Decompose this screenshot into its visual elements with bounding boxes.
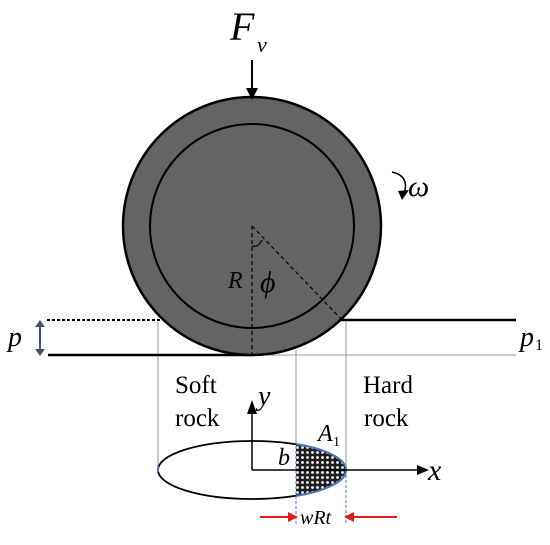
force-arrow: [246, 60, 258, 100]
area-subscript: 1: [333, 435, 340, 450]
force-label: F: [229, 4, 255, 49]
penetration-label: p: [6, 322, 22, 353]
width-arrows: [260, 512, 397, 522]
hard-rock-label-1: Hard: [363, 372, 413, 399]
radius-label: R: [227, 268, 243, 294]
width-label: wRt: [300, 507, 332, 529]
p1-label: p: [518, 322, 534, 353]
radius-construction: [251, 225, 343, 355]
force-subscript: v: [257, 32, 267, 57]
coordinate-axes: [247, 400, 429, 475]
soft-rock-label-1: Soft: [175, 372, 217, 399]
b-label: b: [278, 445, 290, 471]
penetration-arrow: [35, 320, 45, 356]
soft-rock-label-2: rock: [175, 405, 220, 432]
rock-surfaces: [47, 318, 516, 357]
omega-label: ω: [408, 170, 429, 203]
angle-label: ϕ: [260, 266, 276, 299]
angle-line: [251, 225, 343, 321]
y-axis-label: y: [255, 381, 271, 412]
hard-rock-label-2: rock: [364, 405, 409, 432]
rotation-arrow: [391, 171, 409, 200]
area-label: A: [316, 421, 333, 447]
p1-subscript: 1: [535, 337, 543, 354]
angle-arc: [251, 239, 263, 247]
x-axis-label: x: [427, 454, 442, 487]
